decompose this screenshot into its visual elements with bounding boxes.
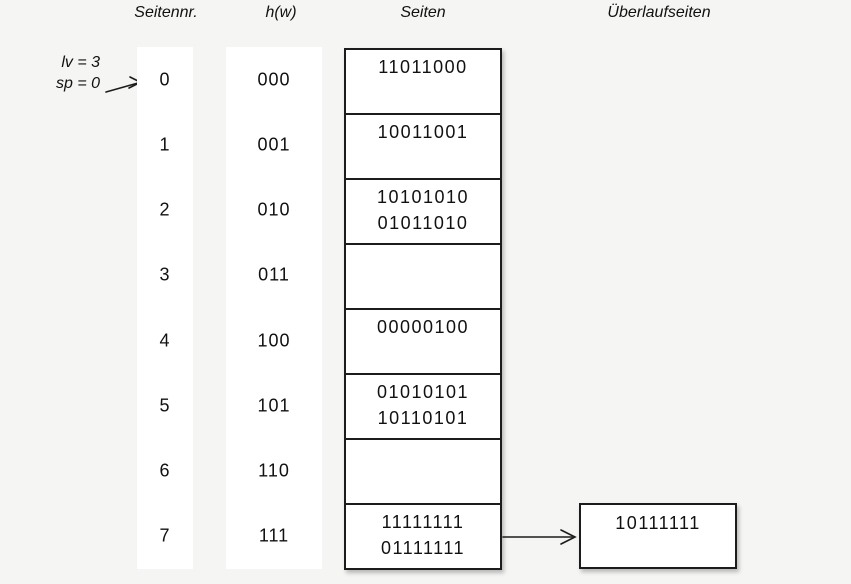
overflow-link-arrow-icon bbox=[502, 529, 577, 545]
page-cell: 00000100 bbox=[346, 308, 500, 373]
page-entry: 00000100 bbox=[376, 317, 470, 337]
hash-value-column: 000 001 010 011 100 101 110 111 bbox=[226, 47, 322, 569]
page-entry: 11011000 bbox=[378, 57, 468, 77]
page-entry: 01010101 bbox=[376, 382, 470, 402]
page-entry: 01111111 bbox=[380, 538, 466, 558]
page-entry: 10110101 bbox=[377, 408, 469, 428]
page-number-label: 7 bbox=[159, 525, 171, 546]
hash-value-label: 010 bbox=[257, 199, 291, 220]
level-value-label: lv = 3 bbox=[61, 54, 100, 71]
page-entry: 01011010 bbox=[377, 213, 469, 233]
column-header-pages: Seiten bbox=[400, 4, 446, 21]
column-header-page-number: Seitennr. bbox=[134, 4, 198, 21]
page-cell: 01010101 10110101 bbox=[346, 373, 500, 438]
hash-value-label: 101 bbox=[257, 395, 291, 416]
hash-value-label: 100 bbox=[257, 330, 291, 351]
column-header-hash-function: h(w) bbox=[265, 4, 297, 21]
page-number-label: 4 bbox=[159, 330, 171, 351]
page-entry: 10101010 bbox=[376, 187, 470, 207]
hash-value-label: 111 bbox=[258, 525, 290, 546]
page-number-label: 5 bbox=[159, 395, 171, 416]
page-entry: 11111111 bbox=[381, 512, 465, 532]
page-entry: 10011001 bbox=[377, 122, 469, 142]
column-header-overflow-pages: Überlaufseiten bbox=[607, 4, 711, 21]
page-cell bbox=[346, 243, 500, 308]
page-number-label: 3 bbox=[159, 264, 171, 285]
page-number-label: 1 bbox=[159, 134, 171, 155]
state-annotation: lv = 3 sp = 0 bbox=[28, 52, 100, 94]
overflow-page-entry: 10111111 bbox=[615, 513, 701, 533]
page-number-column: 0 1 2 3 4 5 6 7 bbox=[137, 47, 193, 569]
pages-bucket-column: 11011000 10011001 10101010 01011010 00000100… bbox=[344, 48, 502, 570]
hash-value-label: 000 bbox=[257, 69, 291, 90]
hash-value-label: 011 bbox=[258, 264, 290, 285]
split-pointer-label: sp = 0 bbox=[55, 75, 100, 92]
page-number-label: 6 bbox=[159, 460, 171, 481]
overflow-page-box: 10111111 bbox=[579, 503, 737, 569]
page-cell: 11111111 01111111 bbox=[346, 503, 500, 568]
hash-value-label: 001 bbox=[257, 134, 291, 155]
page-cell: 10101010 01011010 bbox=[346, 178, 500, 243]
page-number-label: 0 bbox=[159, 69, 171, 90]
page-number-label: 2 bbox=[159, 199, 171, 220]
page-cell bbox=[346, 438, 500, 503]
page-cell: 10011001 bbox=[346, 113, 500, 178]
hash-value-label: 110 bbox=[258, 460, 290, 481]
page-cell: 11011000 bbox=[346, 50, 500, 113]
